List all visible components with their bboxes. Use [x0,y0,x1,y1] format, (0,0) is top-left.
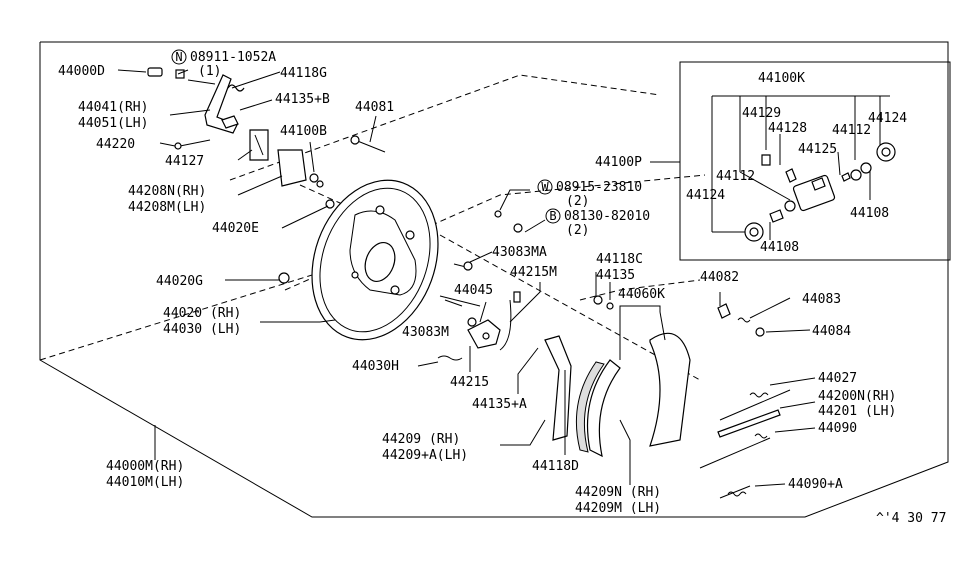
adjuster-and-cylinder-parts [437,210,614,361]
label-44200N: 44200N(RH) [818,389,896,404]
label-44010M: 44010M(LH) [106,475,184,490]
footer-code: ^'4 30 77 [876,511,946,526]
label-44129: 44129 [742,106,781,121]
inset-labels: 44100K 44129 44128 44112 44124 44125 441… [595,71,907,255]
label-44112-a: 44112 [832,123,871,138]
inset-wheel-cylinder-parts [744,142,896,242]
circle-mark-b: B [549,209,556,223]
part-labels: 44000D 08911-1052A (1) 44118G 44041(RH) … [58,50,896,516]
label-44125: 44125 [798,142,837,157]
inset-leader-lines [711,95,890,240]
label-44027: 44027 [818,371,857,386]
label-44127: 44127 [165,154,204,169]
label-b-code: 08130-82010 [564,209,650,224]
leader-lines [117,69,816,487]
label-44209M: 44209M (LH) [575,501,661,516]
label-44118G: 44118G [280,66,327,81]
label-44220: 44220 [96,137,135,152]
label-44020: 44020 (RH) [163,306,241,321]
label-44051: 44051(LH) [78,116,148,131]
label-44124-a: 44124 [868,111,907,126]
label-44135B: 44135+B [275,92,330,107]
label-44100K: 44100K [758,71,805,86]
label-44208M: 44208M(LH) [128,200,206,215]
circle-mark-n: N [175,50,182,64]
label-44118C: 44118C [596,252,643,267]
label-44201: 44201 (LH) [818,404,896,419]
label-44041: 44041(RH) [78,100,148,115]
label-44135: 44135 [596,268,635,283]
label-44090: 44090 [818,421,857,436]
label-n-code: 08911-1052A [190,50,276,65]
brake-shoes [544,332,691,458]
label-44215: 44215 [450,375,489,390]
parking-lever-parts [147,67,386,284]
label-44100B: 44100B [280,124,327,139]
label-b-qty: (2) [566,223,589,238]
label-44128: 44128 [768,121,807,136]
label-w-code: 08915-23810 [556,180,642,195]
label-44090A: 44090+A [788,477,843,492]
label-44209: 44209 (RH) [382,432,460,447]
label-44000M: 44000M(RH) [106,459,184,474]
label-44118D: 44118D [532,459,579,474]
label-44083: 44083 [802,292,841,307]
circle-mark-w: W [541,180,549,194]
label-44030: 44030 (LH) [163,322,241,337]
label-44108-a: 44108 [850,206,889,221]
label-43083MA: 43083MA [492,245,547,260]
wheel-cylinder-inset [679,61,951,261]
label-44081: 44081 [355,100,394,115]
label-44000D: 44000D [58,64,105,79]
label-44209N: 44209N (RH) [575,485,661,500]
label-44209A: 44209+A(LH) [382,448,468,463]
label-44135A: 44135+A [472,397,527,412]
label-44084: 44084 [812,324,851,339]
label-44045: 44045 [454,283,493,298]
label-44100P: 44100P [595,155,642,170]
label-43083M: 43083M [402,325,449,340]
label-44020G: 44020G [156,274,203,289]
backing-plate [311,179,439,341]
springs-and-adjusters [699,303,791,499]
label-44108-b: 44108 [760,240,799,255]
label-n-qty: (1) [198,64,221,79]
label-w-qty: (2) [566,194,589,209]
label-44112-b: 44112 [716,169,755,184]
label-44030H: 44030H [352,359,399,374]
label-44082: 44082 [700,270,739,285]
label-44215M: 44215M [510,265,557,280]
circled-symbols: N W B [171,49,561,224]
label-44020E: 44020E [212,221,259,236]
label-44124-b: 44124 [686,188,725,203]
label-44060K: 44060K [618,287,665,302]
label-44208N: 44208N(RH) [128,184,206,199]
